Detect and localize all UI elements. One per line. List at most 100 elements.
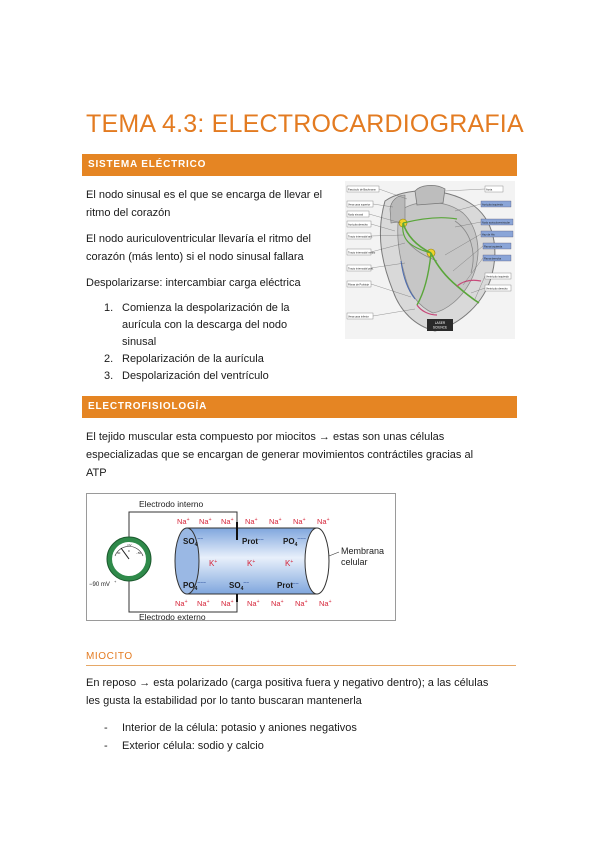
ion-k: K bbox=[209, 559, 215, 568]
section-heading-sistema-electrico: SISTEMA ELÉCTRICO bbox=[82, 154, 517, 176]
ion-na: Na bbox=[247, 599, 257, 608]
paragraph-nodo-av: El nodo auriculoventricular llevaría el … bbox=[86, 230, 341, 266]
ion-po4: PO bbox=[183, 581, 195, 590]
text-line: Despolarización del ventrículo bbox=[122, 370, 269, 382]
text-line: les gusta la estabilidad por lo tanto bu… bbox=[86, 695, 362, 707]
page-title: TEMA 4.3: ELECTROCARDIOGRAFIA bbox=[86, 110, 524, 138]
text-line: Comienza la despolarización de la bbox=[122, 302, 290, 314]
paragraph-nodo-sinusal: El nodo sinusal es el que se encarga de … bbox=[86, 186, 341, 222]
paragraph-tejido-muscular: El tejido muscular esta compuesto por mi… bbox=[86, 428, 516, 482]
text-line: El tejido muscular esta compuesto por mi… bbox=[86, 431, 445, 443]
ion-na: Na bbox=[271, 599, 281, 608]
ion-na: Na bbox=[293, 517, 303, 526]
ion-na: Na bbox=[221, 599, 231, 608]
electrode-external-label: Electrodo externo bbox=[139, 612, 206, 621]
ion-na: Na bbox=[199, 517, 209, 526]
text-line: El nodo sinusal es el que se encarga de … bbox=[86, 189, 323, 201]
ion-prot: Prot bbox=[277, 581, 293, 590]
label: Fascículo de Bachmann bbox=[348, 188, 376, 192]
svg-text:+: + bbox=[114, 579, 117, 584]
ion-na: Na bbox=[269, 517, 279, 526]
ion-k: K bbox=[247, 559, 253, 568]
ion-na: Na bbox=[245, 517, 255, 526]
ion-k: K bbox=[285, 559, 291, 568]
list-item: - Interior de la célula: potasio y anion… bbox=[104, 719, 357, 737]
ion-na: Na bbox=[295, 599, 305, 608]
text-line: El nodo auriculoventricular llevaría el … bbox=[86, 233, 311, 245]
membrane-label: celular bbox=[341, 557, 368, 567]
svg-text:Na+: Na+ bbox=[295, 599, 308, 608]
text-line: especializadas que se encargan de genera… bbox=[86, 449, 474, 461]
meter-tick: mV bbox=[127, 543, 132, 547]
paragraph-despolarizarse: Despolarizarse: intercambiar carga eléct… bbox=[86, 277, 301, 289]
membrane-label: Membrana bbox=[341, 546, 384, 556]
svg-text:Na+: Na+ bbox=[271, 599, 284, 608]
heart-conduction-figure: LASER SCIENCE Fascículo de Bachmann Vena… bbox=[345, 181, 515, 339]
svg-text:Prot−−: Prot−− bbox=[242, 537, 264, 546]
electrode-internal-label: Electrodo interno bbox=[139, 499, 204, 509]
label: Aurícula izquierda bbox=[482, 203, 503, 207]
section-heading-electrofisiologia: ELECTROFISIOLOGÍA bbox=[82, 396, 517, 418]
svg-text:Na+: Na+ bbox=[317, 517, 330, 526]
list-number: 1. bbox=[104, 302, 114, 314]
membrane-potential-figure: Electrodo interno Electrodo externo mV 5… bbox=[86, 493, 396, 621]
ion-prot: Prot bbox=[242, 537, 258, 546]
membrane-diagram: Electrodo interno Electrodo externo mV 5… bbox=[89, 499, 384, 621]
text-line: ritmo del corazón bbox=[86, 207, 171, 219]
text-line: Repolarización de la aurícula bbox=[122, 353, 264, 365]
svg-text:SO4−−: SO4−− bbox=[183, 536, 203, 548]
heart-illustration: LASER SCIENCE Fascículo de Bachmann Vena… bbox=[345, 181, 515, 339]
meter-tick: 50 bbox=[117, 551, 121, 555]
meter-tick: −50 bbox=[136, 551, 141, 555]
label: Nodo auriculoventricular bbox=[482, 221, 510, 225]
label: Tracto internodal post. bbox=[348, 267, 374, 271]
svg-text:Na+: Na+ bbox=[247, 599, 260, 608]
label: Vena cava inferior bbox=[348, 315, 369, 319]
ion-so4: SO bbox=[229, 581, 241, 590]
ion-so4: SO bbox=[183, 537, 195, 546]
list-text: Exterior célula: sodio y calcio bbox=[122, 740, 264, 752]
corner-label: SCIENCE bbox=[433, 326, 447, 330]
svg-text:K+: K+ bbox=[209, 559, 217, 568]
ion-na: Na bbox=[177, 517, 187, 526]
ion-na: Na bbox=[175, 599, 185, 608]
text-line: ATP bbox=[86, 467, 107, 479]
svg-text:Na+: Na+ bbox=[245, 517, 258, 526]
svg-text:Na+: Na+ bbox=[269, 517, 282, 526]
list-dash: - bbox=[104, 722, 108, 734]
label: Rama izquierda bbox=[484, 245, 503, 249]
label: Vena cava superior bbox=[348, 203, 370, 207]
ion-po4: PO bbox=[283, 537, 295, 546]
label: Aorta bbox=[486, 188, 493, 192]
list-number: 2. bbox=[104, 353, 114, 365]
label: Ventrículo derecho bbox=[486, 287, 508, 291]
corner-label: LASER bbox=[435, 321, 446, 325]
svg-text:K+: K+ bbox=[285, 559, 293, 568]
text-line: sinusal bbox=[122, 336, 157, 348]
voltage-readout: −90 mV bbox=[89, 582, 110, 588]
list-item: 1. Comienza la despolarización de la aur… bbox=[104, 300, 290, 351]
svg-text:Na+: Na+ bbox=[197, 599, 210, 608]
svg-text:PO4−−−: PO4−−− bbox=[283, 536, 306, 548]
label: Nodo sinusal bbox=[348, 213, 363, 217]
svg-text:Na+: Na+ bbox=[177, 517, 190, 526]
list-item: 3. Despolarización del ventrículo bbox=[104, 368, 290, 385]
text-line: En reposo → esta polarizado (carga posit… bbox=[86, 677, 489, 689]
label: Ventrículo izquierdo bbox=[486, 275, 509, 279]
ion-na: Na bbox=[221, 517, 231, 526]
label: Haz de His bbox=[482, 233, 495, 237]
label: Tracto internodal medio bbox=[348, 251, 376, 255]
ordered-list: 1. Comienza la despolarización de la aur… bbox=[104, 300, 290, 385]
list-dash: - bbox=[104, 740, 108, 752]
svg-text:Na+: Na+ bbox=[293, 517, 306, 526]
label: Fibras de Purkinje bbox=[348, 283, 369, 287]
list-item: - Exterior célula: sodio y calcio bbox=[104, 737, 357, 755]
svg-text:Na+: Na+ bbox=[175, 599, 188, 608]
label: Aurícula derecha bbox=[348, 223, 368, 227]
svg-text:Prot−−: Prot−− bbox=[277, 581, 299, 590]
label: Tracto internodal ant. bbox=[348, 235, 373, 239]
list-text: Interior de la célula: potasio y aniones… bbox=[122, 722, 357, 734]
svg-text:Na+: Na+ bbox=[319, 599, 332, 608]
ion-na: Na bbox=[317, 517, 327, 526]
